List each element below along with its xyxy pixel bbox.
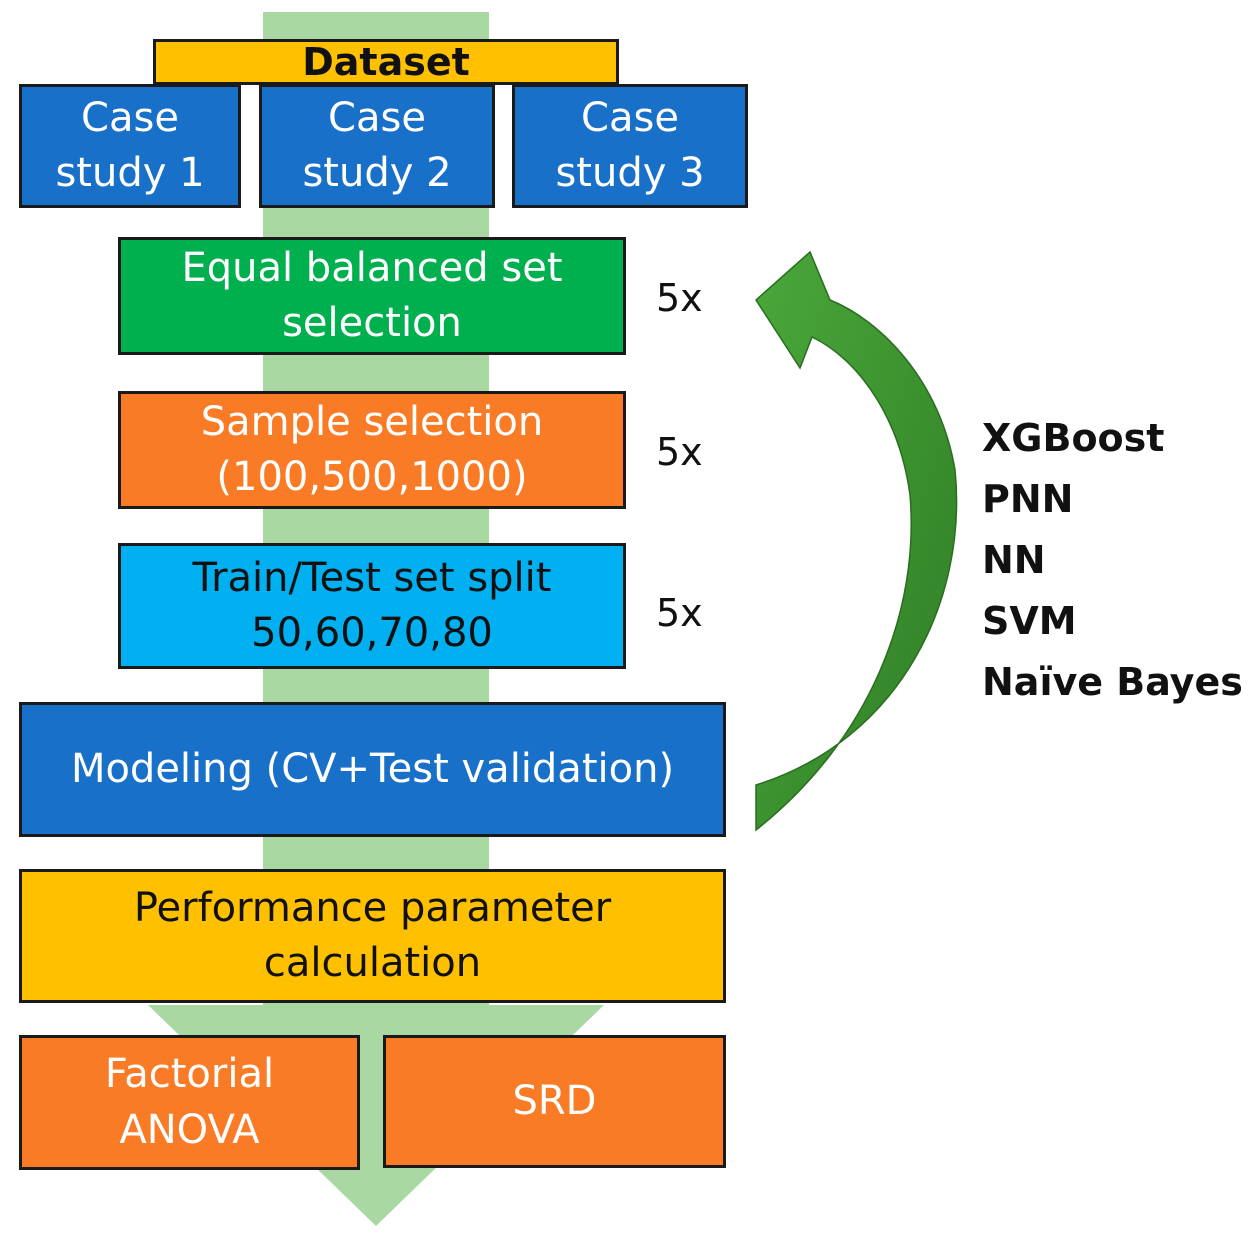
model-item: NN [982,538,1046,582]
case-study-3-line2: study 3 [555,150,705,196]
factorial-anova-line2: ANOVA [119,1106,260,1153]
performance-box: Performance parameter calculation [19,869,726,1003]
dataset-label: Dataset [302,40,470,84]
modeling-box: Modeling (CV+Test validation) [19,702,726,837]
case-study-1-line1: Case [81,94,179,141]
train-test-split-box: Train/Test set split 50,60,70,80 [118,543,626,669]
train-test-repeat: 5x [656,591,703,635]
train-test-line1: Train/Test set split [192,554,552,601]
case-study-1-line2: study 1 [55,150,205,196]
model-item: PNN [982,477,1074,521]
case-study-2-line2: study 2 [302,150,452,196]
sample-selection-box: Sample selection (100,500,1000) [118,391,626,509]
model-item: SVM [982,599,1077,643]
loop-back-arrow [755,250,958,832]
sample-selection-line1: Sample selection [200,398,544,445]
factorial-anova-line1: Factorial [104,1051,275,1098]
model-item: Naïve Bayes [982,660,1243,704]
case-study-2-line1: Case [328,94,426,141]
case-study-3-line1: Case [581,94,679,141]
case-study-1-box: Case study 1 [19,84,241,208]
performance-line1: Performance parameter [133,884,612,931]
sample-selection-repeat: 5x [656,430,703,474]
balanced-set-line1: Equal balanced set [181,244,563,291]
model-list: XGBoost PNN NN SVM Naïve Bayes [982,408,1243,713]
srd-label: SRD [512,1077,597,1124]
case-study-3-box: Case study 3 [512,84,748,208]
train-test-line2: 50,60,70,80 [251,610,493,656]
factorial-anova-box: Factorial ANOVA [19,1035,360,1170]
balanced-set-repeat: 5x [656,276,703,320]
balanced-set-selection-box: Equal balanced set selection [118,237,626,355]
modeling-label: Modeling (CV+Test validation) [70,745,675,792]
model-item: XGBoost [982,416,1165,460]
performance-line2: calculation [263,940,482,986]
sample-selection-line2: (100,500,1000) [216,454,528,500]
case-study-2-box: Case study 2 [259,84,495,208]
balanced-set-line2: selection [282,300,462,346]
dataset-header: Dataset [153,39,619,85]
srd-box: SRD [383,1035,726,1168]
